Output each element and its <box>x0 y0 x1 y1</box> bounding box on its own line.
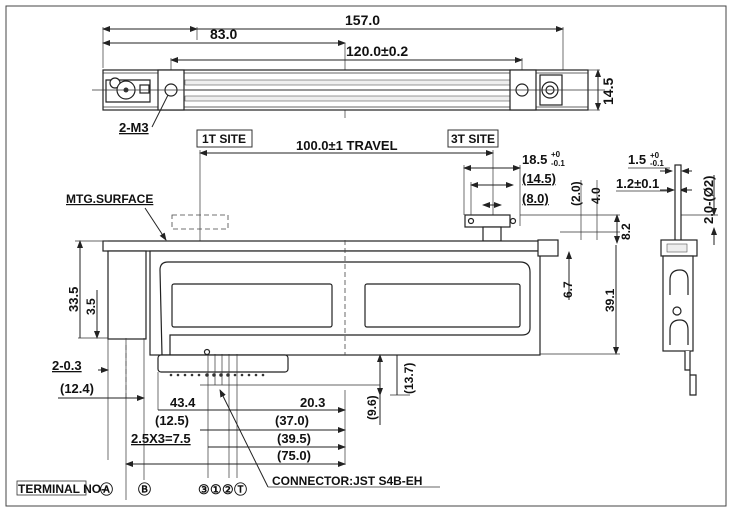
end-cap <box>537 239 559 257</box>
site-1-label: 1T SITE <box>202 132 246 146</box>
pcb-pins <box>169 373 265 377</box>
dim-12-4-label: (12.4) <box>60 381 94 396</box>
travel-label: 100.0±1 TRAVEL <box>296 138 398 153</box>
window-right <box>364 283 521 328</box>
side-view: 1.5 +0 -0.1 1.2±0.1 2.0-(Ø2) <box>616 151 718 396</box>
lever-width-tol-upper: +0 <box>551 150 561 159</box>
terminal-3: ③ <box>198 482 210 497</box>
dim-39-5-label: (39.5) <box>277 431 311 446</box>
top-view: 157.0 83.0 120.0±0.2 14.5 2-M3 <box>92 12 616 135</box>
terminal-t: Ⓣ <box>234 482 247 497</box>
dim-37-0-label: (37.0) <box>275 413 309 428</box>
terminal-labels: TERMINAL NO- Ⓐ Ⓑ ③ ① ② Ⓣ <box>16 480 247 497</box>
lever-thickness-label: 1.5 <box>628 152 646 167</box>
lever-pitch-label: (14.5) <box>522 171 556 186</box>
site-3-label: 3T SITE <box>451 132 495 146</box>
pitch-label: 2.5X3=7.5 <box>131 431 191 446</box>
dim-2-0-3-label: 2-0.3 <box>52 358 82 373</box>
dim-8-2-label: 8.2 <box>619 223 633 240</box>
dim-20-3-label: 20.3 <box>300 395 325 410</box>
body-top-rail <box>102 240 544 252</box>
height-label: 14.5 <box>600 78 616 105</box>
dim-75-0-label: (75.0) <box>277 448 311 463</box>
dim-6-7-label: 6.7 <box>561 281 575 298</box>
lever-side <box>674 164 682 244</box>
terminal-1: ① <box>210 482 222 497</box>
terminal-label: TERMINAL NO- <box>18 482 105 496</box>
dim-12-5-label: (12.5) <box>155 413 189 428</box>
lever-width-label: 18.5 <box>522 152 547 167</box>
lever-thickness-tol-upper: +0 <box>650 151 660 160</box>
drawing-border <box>5 5 727 507</box>
side-loop-top <box>669 269 689 295</box>
side-terminal <box>684 351 697 396</box>
dim-39-1-label: 39.1 <box>603 288 617 312</box>
lever-slot-label: 1.2±0.1 <box>616 176 659 191</box>
dim-9-6-label: (9.6) <box>365 395 379 420</box>
dim-4-0-label: 4.0 <box>589 187 603 204</box>
lever-thickness-tol-lower: -0.1 <box>650 159 664 168</box>
motor-front <box>107 250 147 340</box>
mount-pitch-label: 120.0±0.2 <box>346 43 408 59</box>
lever-width-tol-lower: -0.1 <box>551 159 565 168</box>
terminal-2: ② <box>222 482 234 497</box>
terminal-a: Ⓐ <box>100 482 113 497</box>
dim-2-0-label: (2.0) <box>569 181 583 206</box>
mtg-surface-label: MTG.SURFACE <box>66 192 153 206</box>
side-loop-bottom <box>669 319 689 345</box>
dim-13-7-label: (13.7) <box>402 363 416 394</box>
dim-43-4-label: 43.4 <box>170 395 196 410</box>
dim-33-5-label: 33.5 <box>66 287 81 312</box>
pcb-strip <box>157 354 289 373</box>
overall-length-label: 157.0 <box>345 12 380 28</box>
window-left <box>171 283 333 328</box>
connector-label: CONNECTOR:JST S4B-EH <box>272 474 422 488</box>
offset-length-label: 83.0 <box>210 26 237 42</box>
front-view: 1T SITE 3T SITE 100.0±1 TRAVEL MTG.SURFA… <box>52 129 633 500</box>
lever-inner-label: (8.0) <box>522 191 549 206</box>
site-3-box <box>447 129 499 148</box>
dim-3-5-label: 3.5 <box>84 298 98 315</box>
terminal-b: Ⓑ <box>138 482 151 497</box>
site-1-box <box>196 129 253 148</box>
mount-holes-label: 2-M3 <box>119 120 149 135</box>
